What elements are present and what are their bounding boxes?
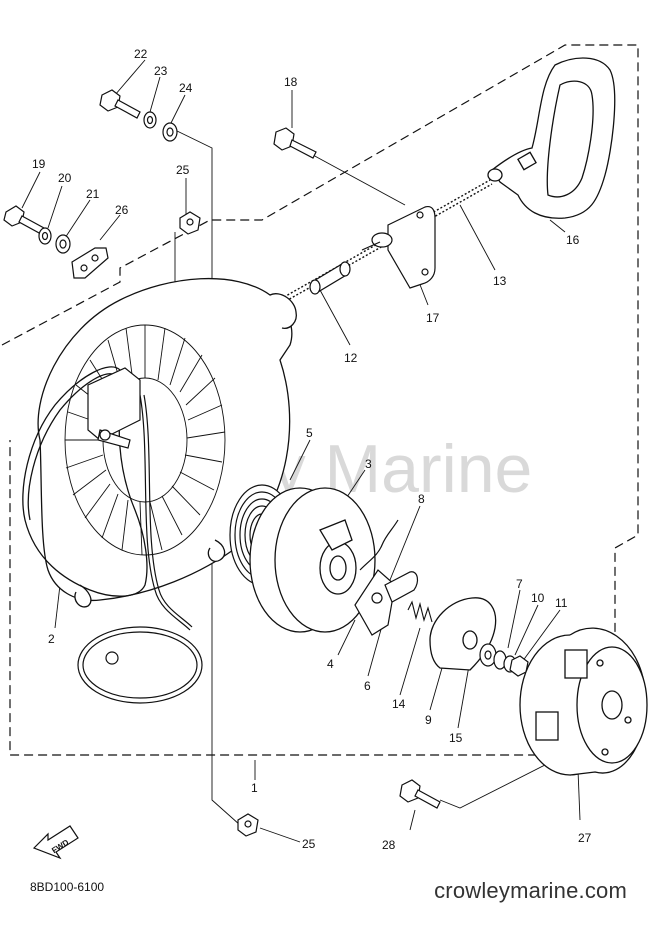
washer-15 <box>479 643 497 667</box>
rope-guide-bracket <box>361 205 436 289</box>
callout-24: 24 <box>179 81 193 95</box>
washer-23 <box>143 111 157 129</box>
callout-13: 13 <box>493 274 507 288</box>
callout-16: 16 <box>566 233 580 247</box>
lock-bracket <box>87 367 141 449</box>
assembly-boundary <box>1 44 639 756</box>
callout-22: 22 <box>134 47 148 61</box>
callout-28: 28 <box>382 838 396 852</box>
callout-1: 1 <box>251 781 258 795</box>
callout-25-bottom: 25 <box>302 837 316 851</box>
callout-26: 26 <box>115 203 129 217</box>
starter-pulley <box>519 627 648 776</box>
callout-4: 4 <box>327 657 334 671</box>
rope-guide <box>309 261 351 295</box>
callout-21: 21 <box>86 187 100 201</box>
callout-14: 14 <box>392 697 406 711</box>
case-gasket <box>22 366 148 597</box>
washer-21 <box>55 234 71 254</box>
callout-12: 12 <box>344 351 358 365</box>
drawing-code: 8BD100-6100 <box>30 880 105 894</box>
spring-14 <box>407 600 433 623</box>
case-vanes <box>64 324 226 556</box>
callout-9: 9 <box>425 713 432 727</box>
callout-11: 11 <box>555 596 568 610</box>
callout-10: 10 <box>531 591 545 605</box>
washer-20 <box>38 227 52 245</box>
callout-15: 15 <box>449 731 463 745</box>
starter-handle <box>487 57 616 219</box>
bolt-19 <box>3 205 45 235</box>
sheave-drum <box>249 487 376 633</box>
callout-6: 6 <box>364 679 371 693</box>
lock-cable <box>77 394 203 704</box>
bolt-18 <box>273 127 317 159</box>
washer-24 <box>162 122 178 142</box>
callout-5: 5 <box>306 426 313 440</box>
callout-25-top: 25 <box>176 163 190 177</box>
nut-25-bottom <box>237 813 259 837</box>
plate-26 <box>71 247 109 279</box>
callout-3: 3 <box>365 457 372 471</box>
drive-plate <box>429 597 497 671</box>
fwd-arrow-icon: FWD <box>32 825 79 860</box>
nut-25-top <box>179 211 201 235</box>
callout-19: 19 <box>32 157 46 171</box>
pawl-spring <box>359 519 419 603</box>
callout-18: 18 <box>284 75 298 89</box>
site-watermark[interactable]: crowleymarine.com <box>434 878 627 903</box>
callout-8: 8 <box>418 492 425 506</box>
bolt-22 <box>99 89 141 119</box>
callout-23: 23 <box>154 64 168 78</box>
leader-lines <box>21 59 581 843</box>
callouts: 1 2 3 4 5 6 7 8 9 10 11 12 13 14 15 16 1… <box>32 47 592 852</box>
callout-2: 2 <box>48 632 55 646</box>
callout-20: 20 <box>58 171 72 185</box>
bolt-28 <box>399 779 441 809</box>
callout-7: 7 <box>516 577 523 591</box>
callout-17: 17 <box>426 311 440 325</box>
callout-27: 27 <box>578 831 592 845</box>
